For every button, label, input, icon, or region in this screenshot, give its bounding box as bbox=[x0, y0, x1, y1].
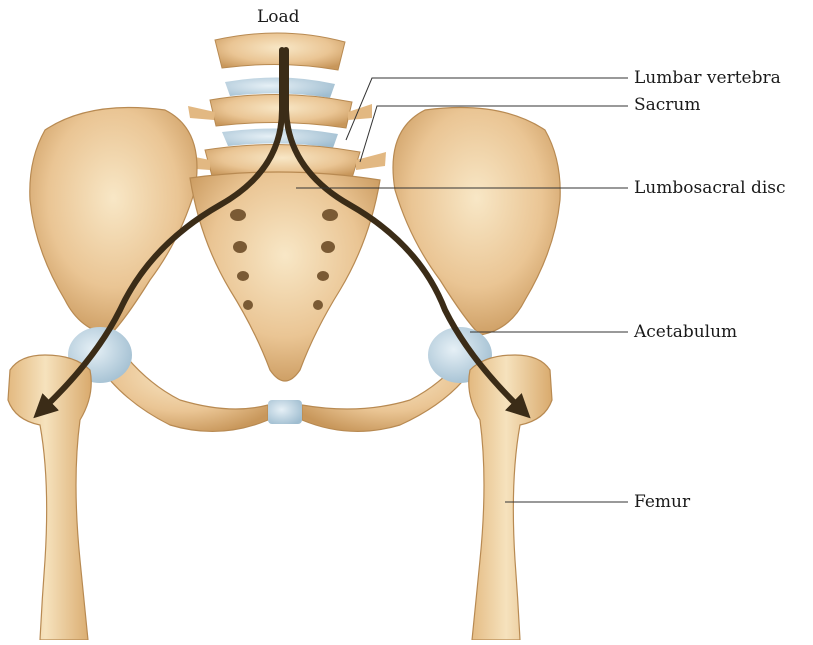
right-ilium bbox=[393, 108, 560, 336]
left-ilium bbox=[30, 108, 197, 336]
lumbosacral-disc-label: Lumbosacral disc bbox=[634, 180, 786, 197]
pubic-symphysis bbox=[268, 400, 302, 424]
lumbar-vertebra-label: Lumbar vertebra bbox=[634, 70, 781, 87]
load-label: Load bbox=[257, 9, 300, 26]
sacrum-label: Sacrum bbox=[634, 97, 701, 114]
left-obturator bbox=[167, 360, 243, 400]
acetabulum-label: Acetabulum bbox=[634, 324, 737, 341]
right-obturator bbox=[327, 360, 403, 400]
femur-label: Femur bbox=[634, 494, 690, 511]
left-femur bbox=[8, 355, 91, 640]
